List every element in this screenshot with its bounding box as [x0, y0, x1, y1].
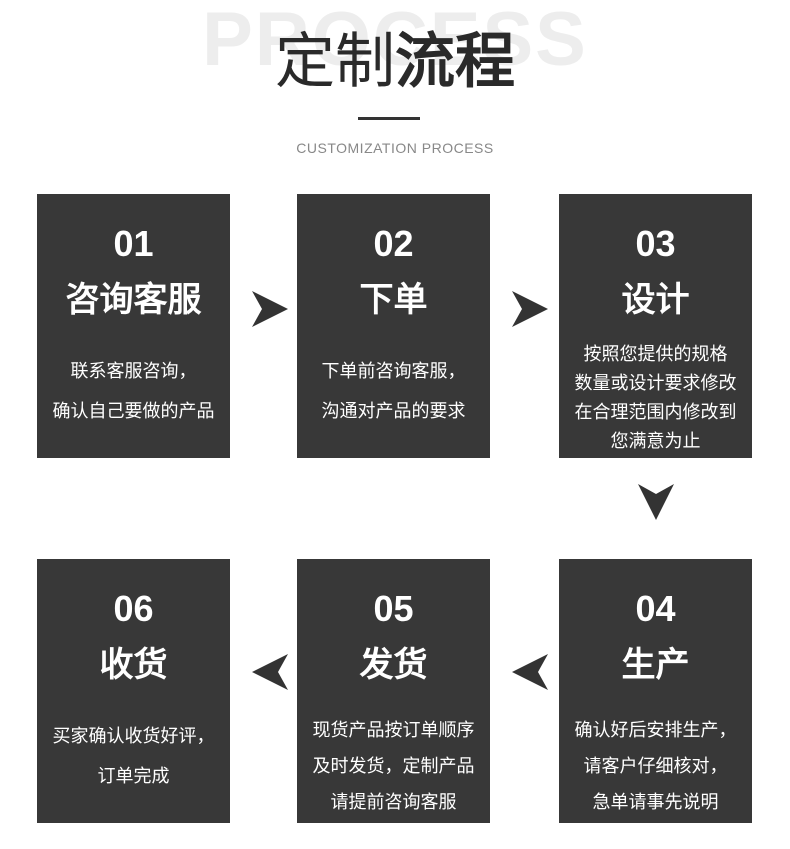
step-number: 02	[373, 223, 414, 264]
step-description-line: 请客户仔细核对，	[583, 756, 728, 777]
step-name: 下单	[359, 280, 428, 320]
step-description: 买家确认收货好评， 订单完成	[37, 717, 230, 797]
step-description-line: 沟通对产品的要求	[321, 401, 466, 422]
step-name: 设计	[621, 280, 690, 320]
arrow-down-icon	[636, 482, 676, 522]
step-description-line: 在合理范围内修改到	[574, 402, 737, 423]
step-number: 06	[113, 588, 154, 629]
page-title: 定制流程	[0, 22, 790, 102]
step-description-line: 请提前咨询客服	[330, 792, 457, 813]
step-description-line: 订单完成	[97, 766, 170, 787]
step-description-line: 数量或设计要求修改	[574, 373, 737, 394]
title-divider	[358, 117, 420, 120]
step-description-line: 急单请事先说明	[592, 792, 719, 813]
step-card-06: 06 收货 买家确认收货好评， 订单完成	[37, 559, 230, 823]
page-title-bold: 流程	[395, 27, 515, 97]
step-number: 05	[373, 588, 414, 629]
step-description: 按照您提供的规格 数量或设计要求修改 在合理范围内修改到 您满意为止	[559, 340, 752, 456]
step-card-05: 05 发货 现货产品按订单顺序 及时发货，定制产品 请提前咨询客服	[297, 559, 490, 823]
arrow-right-icon	[510, 289, 550, 329]
step-name: 收货	[99, 645, 168, 685]
page-title-light: 定制	[275, 27, 395, 97]
step-number: 03	[635, 223, 676, 264]
step-card-04: 04 生产 确认好后安排生产， 请客户仔细核对， 急单请事先说明	[559, 559, 752, 823]
page-subtitle: CUSTOMIZATION PROCESS	[296, 140, 494, 156]
step-description-line: 联系客服咨询，	[70, 361, 197, 382]
step-description-line: 买家确认收货好评，	[52, 726, 215, 747]
step-card-03: 03 设计 按照您提供的规格 数量或设计要求修改 在合理范围内修改到 您满意为止	[559, 194, 752, 458]
step-description-line: 现货产品按订单顺序	[312, 720, 475, 741]
step-name: 发货	[359, 645, 428, 685]
step-description-line: 按照您提供的规格	[583, 344, 728, 365]
step-card-01: 01 咨询客服 联系客服咨询， 确认自己要做的产品	[37, 194, 230, 458]
step-description: 下单前咨询客服， 沟通对产品的要求	[297, 352, 490, 432]
step-description: 联系客服咨询， 确认自己要做的产品	[37, 352, 230, 432]
background-word: PROCESS	[202, 0, 588, 82]
step-name: 咨询客服	[65, 280, 202, 320]
step-card-02: 02 下单 下单前咨询客服， 沟通对产品的要求	[297, 194, 490, 458]
step-description-line: 您满意为止	[610, 431, 701, 452]
arrow-left-icon	[510, 652, 550, 692]
step-description-line: 确认自己要做的产品	[52, 401, 215, 422]
step-description: 确认好后安排生产， 请客户仔细核对， 急单请事先说明	[559, 713, 752, 821]
step-number: 04	[635, 588, 676, 629]
step-number: 01	[113, 223, 154, 264]
step-description-line: 及时发货，定制产品	[312, 756, 475, 777]
arrow-left-icon	[250, 652, 290, 692]
step-description-line: 确认好后安排生产，	[574, 720, 737, 741]
arrow-right-icon	[250, 289, 290, 329]
step-description-line: 下单前咨询客服，	[321, 361, 466, 382]
step-name: 生产	[621, 645, 690, 685]
step-description: 现货产品按订单顺序 及时发货，定制产品 请提前咨询客服	[297, 713, 490, 821]
